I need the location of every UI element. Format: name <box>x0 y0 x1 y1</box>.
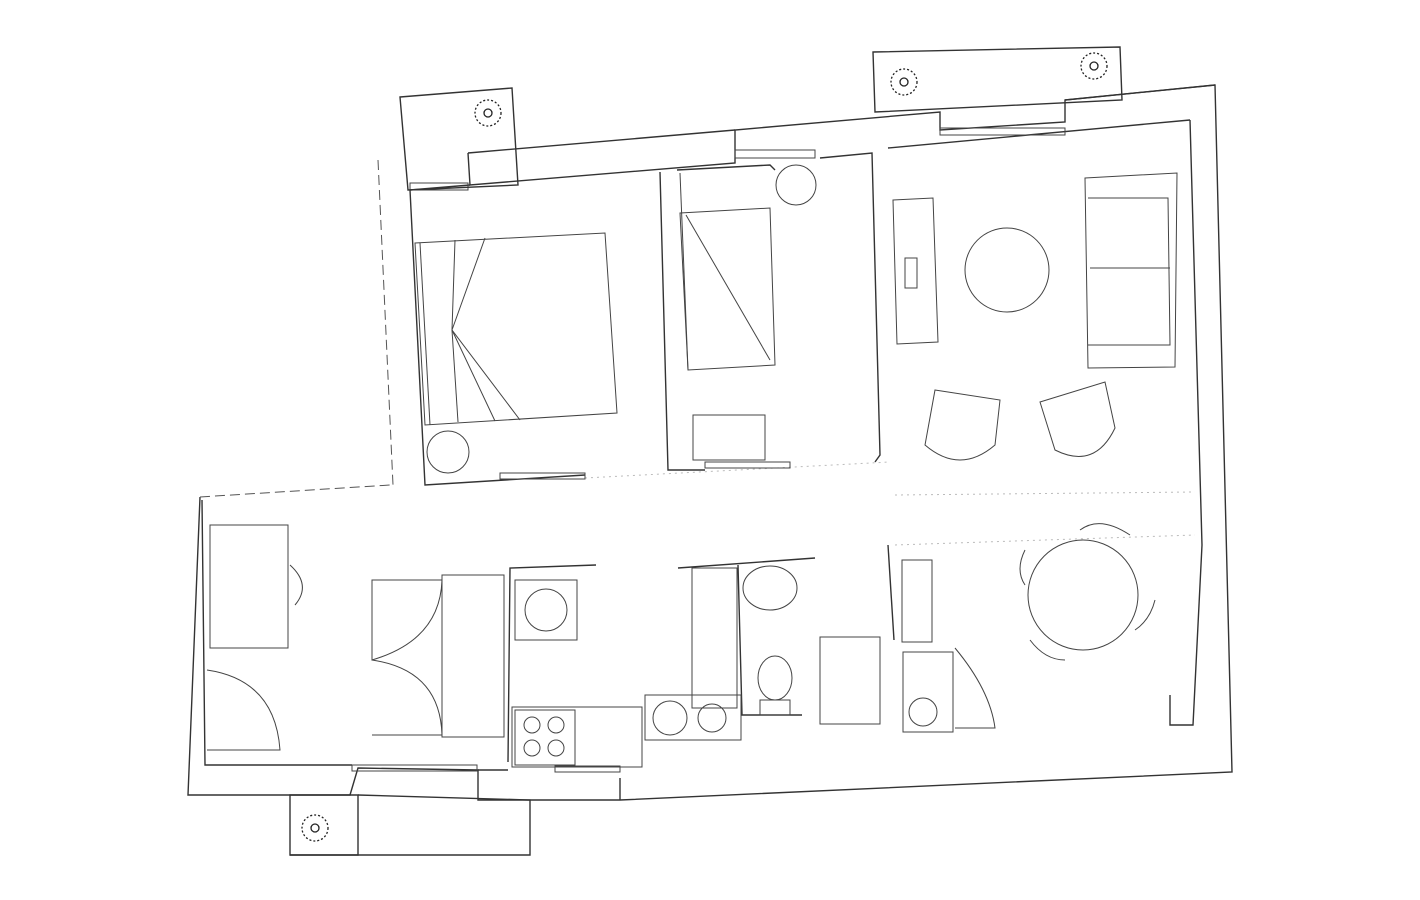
burner <box>523 716 541 734</box>
hall-furniture <box>206 524 505 751</box>
dotted-line <box>584 461 891 479</box>
coffee-table <box>964 227 1050 313</box>
counter <box>511 706 643 768</box>
outer-walls <box>187 84 1233 801</box>
window <box>734 149 816 159</box>
bathroom <box>742 559 996 733</box>
toilet <box>757 655 793 701</box>
kitchen <box>511 567 742 768</box>
window <box>939 127 1066 136</box>
sofa <box>1084 172 1178 369</box>
plant-icon <box>890 68 918 96</box>
window <box>554 765 621 773</box>
window <box>499 472 586 480</box>
tv <box>904 257 918 289</box>
armchair <box>1039 381 1116 457</box>
plants <box>301 52 1108 842</box>
chair <box>1134 599 1156 631</box>
living-furniture <box>892 172 1178 661</box>
chair <box>289 564 303 606</box>
desk <box>209 524 289 649</box>
double-bed <box>414 232 618 426</box>
shelf <box>901 559 933 643</box>
dining-table <box>1027 539 1139 651</box>
plant-icon <box>474 99 502 127</box>
water-heater <box>902 651 954 733</box>
nightstand <box>426 430 470 474</box>
single-bed <box>679 207 776 371</box>
door-swing <box>371 659 443 736</box>
chair <box>1029 639 1066 661</box>
windows <box>351 127 1066 773</box>
dashed-wall-hall <box>199 484 391 498</box>
tv-unit <box>892 197 939 345</box>
dotted-line <box>894 491 1196 496</box>
burner <box>547 739 565 757</box>
chair <box>1079 523 1131 536</box>
washing-machine <box>514 579 578 641</box>
shower <box>819 636 881 725</box>
wardrobe <box>441 574 505 738</box>
nightstand <box>775 164 817 206</box>
balconies <box>289 46 1123 856</box>
balcony-bottom <box>289 794 359 856</box>
door-swing <box>371 579 443 661</box>
plant-icon <box>301 814 329 842</box>
plant-icon <box>1080 52 1108 80</box>
armchair <box>924 389 1001 461</box>
balcony-top-right <box>872 46 1123 113</box>
dotted-line <box>894 534 1196 546</box>
sink <box>644 694 742 741</box>
bedroom-furniture <box>414 164 817 474</box>
washbasin <box>742 565 798 611</box>
stove <box>514 709 576 766</box>
dashed-lines <box>199 159 1196 546</box>
laundry-door <box>954 647 996 729</box>
entry-door <box>206 669 281 751</box>
window <box>351 764 478 772</box>
interior-walls <box>659 119 1191 716</box>
window <box>704 461 791 469</box>
burner <box>547 716 565 734</box>
burner <box>523 739 541 757</box>
desk <box>692 414 766 461</box>
window <box>409 182 469 191</box>
dashed-wall-left <box>377 159 394 486</box>
chair <box>1019 549 1026 586</box>
balcony-top-left <box>399 87 519 191</box>
cabinet <box>691 567 738 709</box>
